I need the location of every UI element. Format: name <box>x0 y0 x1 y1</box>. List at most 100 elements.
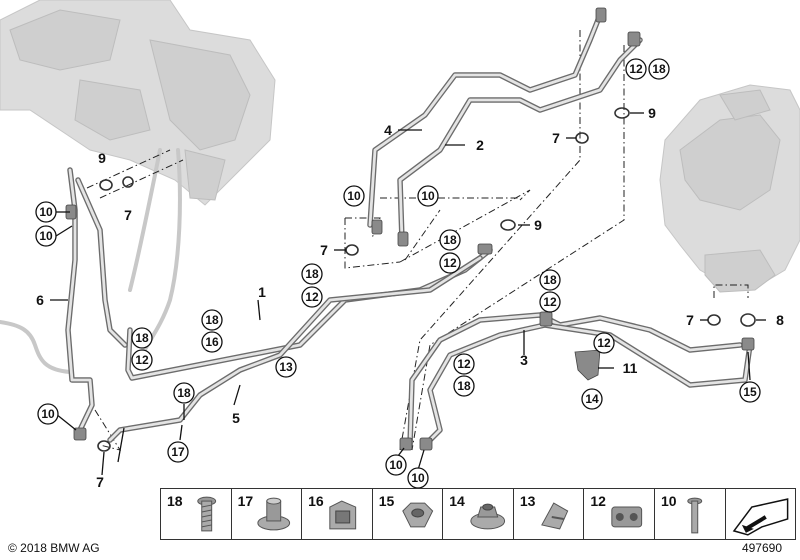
callout-3: 3 <box>520 352 528 368</box>
callout-circle <box>739 381 761 403</box>
callout-circle <box>581 388 603 410</box>
callout-circle <box>301 263 323 285</box>
callout-18-top: 18 <box>652 62 666 76</box>
part-cell-16: 16 <box>302 489 373 539</box>
part-number: 14 <box>449 493 465 509</box>
callout-circle <box>439 252 461 274</box>
callout-16-mid: 16 <box>205 335 219 349</box>
parts-strip: 18 17 16 15 14 <box>160 488 796 540</box>
bolt-flange-icon <box>197 496 217 532</box>
callout-9-upper: 9 <box>534 217 542 233</box>
callout-18-lower: 18 <box>177 386 191 400</box>
callout-circle <box>453 375 475 397</box>
screw-icon <box>687 497 703 534</box>
callout-10-bottom-a: 10 <box>389 458 403 472</box>
part-number: 12 <box>590 493 606 509</box>
part-number: 13 <box>519 493 536 509</box>
callout-10-left-top: 10 <box>39 205 53 219</box>
callout-circle <box>539 269 561 291</box>
hex-nut-icon <box>401 502 433 528</box>
part-number: 10 <box>660 493 677 509</box>
callout-9-left: 9 <box>98 150 106 166</box>
callouts: 9 7 10 10 6 1 18 16 18 12 18 12 13 18 17… <box>35 58 784 490</box>
callout-18-center: 18 <box>305 267 319 281</box>
compressor-ghost <box>659 84 800 293</box>
callout-7-left: 7 <box>124 207 132 223</box>
part-cell-12: 12 <box>584 489 655 539</box>
callout-circle <box>35 201 57 223</box>
pipe-clip-icon <box>329 500 357 530</box>
callout-7-upper: 7 <box>320 242 328 258</box>
callout-18-upper: 18 <box>443 233 457 247</box>
sealing-rings <box>97 107 756 452</box>
callout-circle <box>201 331 223 353</box>
callout-17: 17 <box>171 445 185 459</box>
callout-2: 2 <box>476 137 484 153</box>
part-cell-14: 14 <box>443 489 514 539</box>
callout-circle <box>453 353 475 375</box>
part-number: 18 <box>167 493 183 509</box>
double-clip-icon <box>611 506 643 528</box>
callout-circle <box>35 225 57 247</box>
drain-hose-ghost <box>0 320 72 374</box>
diagram-id: 497690 <box>741 541 782 555</box>
callout-18-right: 18 <box>543 273 557 287</box>
part-number: 15 <box>378 493 395 509</box>
callout-1: 1 <box>258 284 266 300</box>
callout-12-upper: 12 <box>443 256 457 270</box>
callout-12-right: 12 <box>543 295 557 309</box>
callout-5: 5 <box>232 410 240 426</box>
callout-9-top: 9 <box>648 105 656 121</box>
callout-12-top: 12 <box>629 62 643 76</box>
callout-7-lower: 7 <box>96 474 104 490</box>
callout-10-lower-left: 10 <box>41 407 55 421</box>
callout-circle <box>648 58 670 80</box>
callout-18-left: 18 <box>135 331 149 345</box>
collar-nut-icon <box>256 497 290 531</box>
callout-4: 4 <box>384 122 392 138</box>
callout-12-center: 12 <box>305 290 319 304</box>
callout-10-upper-b: 10 <box>421 189 435 203</box>
callout-8: 8 <box>776 312 784 328</box>
part-cell-13: 13 <box>514 489 585 539</box>
callout-circle <box>343 185 365 207</box>
callout-circle <box>385 454 407 476</box>
callout-circle <box>539 291 561 313</box>
callout-circle <box>439 229 461 251</box>
callout-circle <box>131 327 153 349</box>
callout-11: 11 <box>623 360 638 376</box>
callout-circle <box>275 356 297 378</box>
callout-10-bottom-b: 10 <box>411 471 425 485</box>
callout-14: 14 <box>585 392 599 406</box>
callout-12-left: 12 <box>135 353 149 367</box>
callout-circle <box>37 403 59 425</box>
callout-6: 6 <box>36 292 44 308</box>
callout-13: 13 <box>279 360 293 374</box>
refrigerant-pipes <box>65 12 753 448</box>
callout-circle <box>167 441 189 463</box>
callout-circle <box>417 185 439 207</box>
callout-circle <box>201 309 223 331</box>
callout-10-left-bottom: 10 <box>39 229 53 243</box>
part-number: 17 <box>237 493 254 509</box>
spring-clip-icon <box>540 502 569 530</box>
part-cell-18: 18 <box>161 489 232 539</box>
callout-circle <box>131 349 153 371</box>
callout-7-right: 7 <box>686 312 694 328</box>
callout-circle <box>625 58 647 80</box>
part-cell-15: 15 <box>373 489 444 539</box>
callout-18-mid: 18 <box>205 313 219 327</box>
callout-circle <box>173 382 195 404</box>
pipe-fittings <box>65 7 755 451</box>
callout-leaders <box>50 112 766 476</box>
callout-15: 15 <box>743 385 757 399</box>
arrow-sign-icon <box>732 498 788 536</box>
copyright: © 2018 BMW AG <box>8 541 100 555</box>
part-number: 16 <box>308 493 324 509</box>
callout-circle <box>301 286 323 308</box>
callout-circle <box>593 332 615 354</box>
callout-7-top: 7 <box>552 130 560 146</box>
callout-12-lower-mid: 12 <box>457 357 471 371</box>
bracket-11 <box>574 349 601 381</box>
